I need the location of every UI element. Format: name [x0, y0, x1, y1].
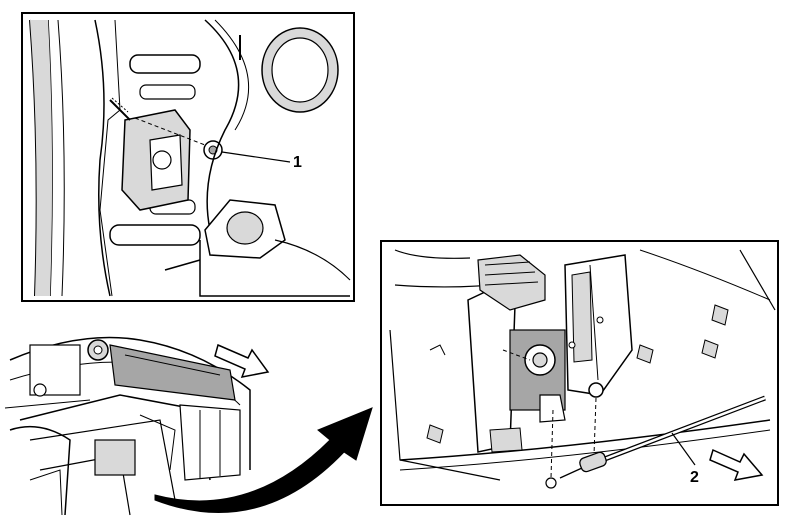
arrow-right-down-icon	[709, 448, 764, 481]
callout-1-label: 1	[293, 154, 302, 171]
callout-1-leader	[221, 151, 291, 163]
callout-2-leader	[671, 432, 696, 466]
detail-panel-right: 2	[380, 240, 779, 506]
cable-clip-part	[545, 477, 557, 489]
callout-2-label: 2	[690, 469, 699, 486]
detail-panel-top: 1	[21, 12, 355, 302]
vehicle-overview	[4, 336, 270, 516]
arrow-right-down-icon	[214, 343, 270, 378]
release-cable-part	[559, 395, 766, 479]
curved-arrow-icon	[154, 407, 373, 513]
